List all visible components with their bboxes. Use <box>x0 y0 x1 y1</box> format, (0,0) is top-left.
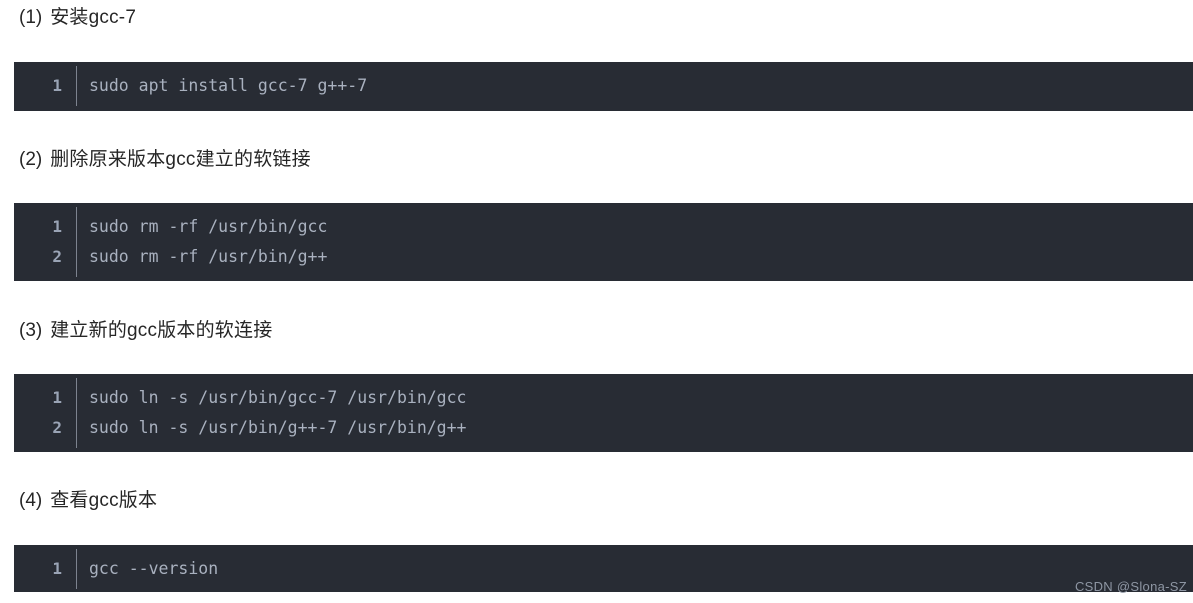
code-text: gcc --version <box>89 559 219 578</box>
step-number-2: (2) <box>19 149 43 170</box>
line-number: 1 <box>52 217 62 236</box>
step-heading-2: (2) 删除原来版本gcc建立的软链接 <box>19 148 311 172</box>
code-line: 2 sudo rm -rf /usr/bin/g++ <box>14 242 1193 272</box>
code-block-4[interactable]: 1 gcc --version <box>14 545 1193 592</box>
step-number-3: (3) <box>19 320 43 341</box>
step-title-4: 查看gcc版本 <box>50 490 158 511</box>
code-text: sudo rm -rf /usr/bin/g++ <box>89 247 328 266</box>
line-number: 2 <box>52 418 62 437</box>
watermark: CSDN @Slona-SZ <box>1074 579 1187 594</box>
code-line: 1 sudo ln -s /usr/bin/gcc-7 /usr/bin/gcc <box>14 383 1193 413</box>
code-text: sudo ln -s /usr/bin/g++-7 /usr/bin/g++ <box>89 418 467 437</box>
step-number-1: (1) <box>19 7 43 28</box>
line-number: 2 <box>52 247 62 266</box>
gutter-divider <box>76 207 77 277</box>
step-heading-4: (4) 查看gcc版本 <box>19 489 157 513</box>
code-block-2[interactable]: 1 sudo rm -rf /usr/bin/gcc 2 sudo rm -rf… <box>14 203 1193 281</box>
code-line: 1 sudo apt install gcc-7 g++-7 <box>14 71 1193 101</box>
step-number-4: (4) <box>19 490 43 511</box>
gutter-divider <box>76 549 77 589</box>
line-number: 1 <box>52 559 62 578</box>
code-block-1[interactable]: 1 sudo apt install gcc-7 g++-7 <box>14 62 1193 111</box>
code-block-3[interactable]: 1 sudo ln -s /usr/bin/gcc-7 /usr/bin/gcc… <box>14 374 1193 452</box>
step-title-3: 建立新的gcc版本的软连接 <box>50 320 273 341</box>
step-title-2: 删除原来版本gcc建立的软链接 <box>50 149 311 170</box>
line-number: 1 <box>52 76 62 95</box>
code-line: 1 sudo rm -rf /usr/bin/gcc <box>14 212 1193 242</box>
code-line: 1 gcc --version <box>14 554 1193 584</box>
step-heading-3: (3) 建立新的gcc版本的软连接 <box>19 319 272 343</box>
step-heading-1: (1) 安装gcc-7 <box>19 6 136 30</box>
line-number: 1 <box>52 388 62 407</box>
gutter-divider <box>76 378 77 448</box>
code-text: sudo ln -s /usr/bin/gcc-7 /usr/bin/gcc <box>89 388 467 407</box>
gutter-divider <box>76 66 77 106</box>
code-line: 2 sudo ln -s /usr/bin/g++-7 /usr/bin/g++ <box>14 413 1193 443</box>
code-text: sudo apt install gcc-7 g++-7 <box>89 76 368 95</box>
step-title-1: 安装gcc-7 <box>50 7 137 28</box>
code-text: sudo rm -rf /usr/bin/gcc <box>89 217 328 236</box>
